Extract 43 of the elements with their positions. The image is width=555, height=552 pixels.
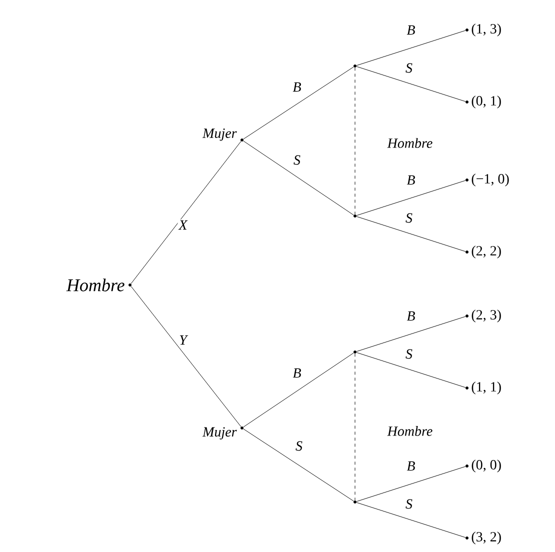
node-label: (2, 3) xyxy=(472,310,501,322)
node-label: Mujer xyxy=(202,128,237,141)
edge-label: S xyxy=(404,498,414,510)
edge-label: B xyxy=(406,460,416,472)
branch-line xyxy=(130,141,242,284)
edge-label: Hombre xyxy=(386,425,434,437)
branch-line xyxy=(356,466,466,502)
branch-line xyxy=(130,286,242,427)
edge-label: B xyxy=(406,24,416,36)
dashed-line xyxy=(354,67,356,215)
node-label: (0, 1) xyxy=(472,96,501,108)
branch-line xyxy=(356,316,466,352)
edge-label: B xyxy=(406,310,416,322)
edge-label: X xyxy=(178,219,188,231)
branch-line xyxy=(243,140,354,216)
edge-label: S xyxy=(404,348,414,360)
node-label: (3, 2) xyxy=(472,532,501,544)
branch-line xyxy=(356,352,466,388)
branch-line xyxy=(243,428,354,502)
branch-line xyxy=(243,352,354,428)
node-label: Hombre xyxy=(66,278,124,292)
node-label: (1, 3) xyxy=(472,24,501,36)
edge-label: B xyxy=(406,174,416,186)
dashed-line xyxy=(354,353,356,501)
branch-line xyxy=(356,30,466,66)
node-label: (1, 1) xyxy=(472,382,501,394)
branch-line xyxy=(356,66,466,102)
edge-label: B xyxy=(292,81,302,93)
node-label: (0, 0) xyxy=(472,460,501,472)
edge-label: S xyxy=(292,154,302,166)
edge-label: Hombre xyxy=(386,137,434,149)
branch-line xyxy=(243,66,354,140)
node-label: (−1, 0) xyxy=(472,174,509,186)
edge-label: S xyxy=(294,440,304,452)
branch-line xyxy=(356,180,466,216)
node-label: Mujer xyxy=(202,427,237,440)
edge-label: Y xyxy=(178,334,188,346)
node-label: (2, 2) xyxy=(472,246,501,258)
branch-line xyxy=(356,502,466,538)
branch-line xyxy=(356,216,466,252)
edge-label: S xyxy=(404,212,414,224)
edge-label: S xyxy=(404,62,414,74)
edge-label: B xyxy=(292,367,302,379)
